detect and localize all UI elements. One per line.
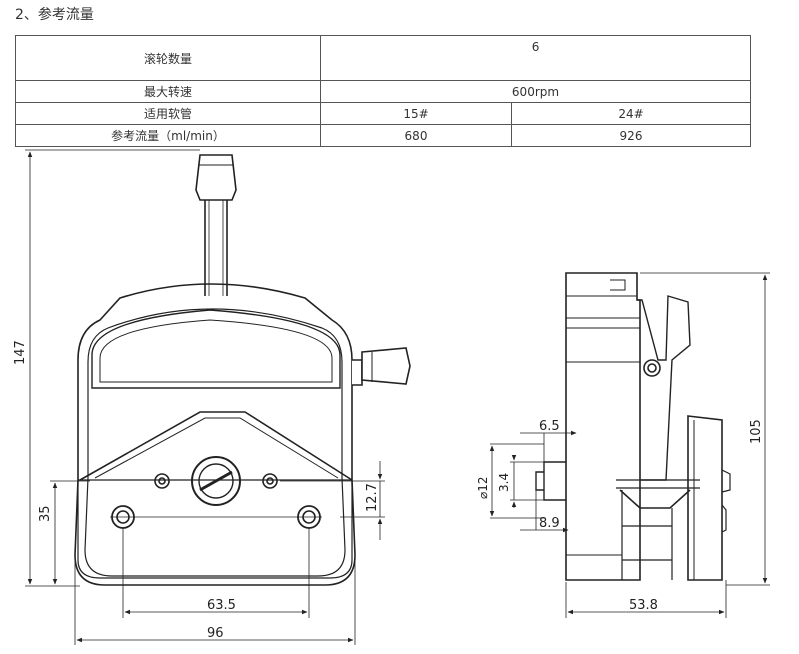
screw-right [262,473,278,489]
side-view [535,272,731,581]
row-value-flow-24: 926 [510,124,752,147]
spec-table: 滚轮数量 6 最大转速 600rpm 适用软管 15# 24# 参考流量（ml/… [15,35,752,147]
dim-3-4: 3.4 [497,473,511,492]
dim-8-9: 8.9 [539,516,560,531]
rotor-hub [191,456,241,506]
row-label-rollers: 滚轮数量 [15,35,321,81]
table-row: 滚轮数量 6 [15,35,752,81]
side-dimensions [489,272,770,618]
pivot [643,359,661,377]
pump-housing [74,283,356,586]
dim-147: 147 [13,340,28,365]
side-pump-head [687,415,723,581]
dim-96: 96 [207,626,224,641]
front-view [74,154,411,586]
lever-handle [195,154,237,296]
pump-head [79,411,353,481]
side-knob [352,347,411,386]
row-label-tubing: 适用软管 [15,102,321,125]
screw-left [154,473,170,489]
dim-6-5: 6.5 [539,419,560,434]
dim-12-7: 12.7 [365,483,380,512]
shaft-boss [543,461,566,501]
dim-53-8: 53.8 [629,598,658,613]
side-body [565,272,641,581]
dim-63-5: 63.5 [207,598,236,613]
table-row: 参考流量（ml/min） 680 926 [15,124,752,147]
cover-window [91,309,341,389]
dim-diameter-12: ⌀12 [476,477,490,500]
dim-105: 105 [749,419,764,444]
dim-35: 35 [38,505,53,522]
row-label-flow: 参考流量（ml/min） [15,124,321,147]
front-dimensions [25,149,385,645]
section-title: 2、参考流量 [15,7,94,23]
table-row: 适用软管 15# 24# [15,102,752,125]
row-value-rollers: 6 [319,35,752,81]
